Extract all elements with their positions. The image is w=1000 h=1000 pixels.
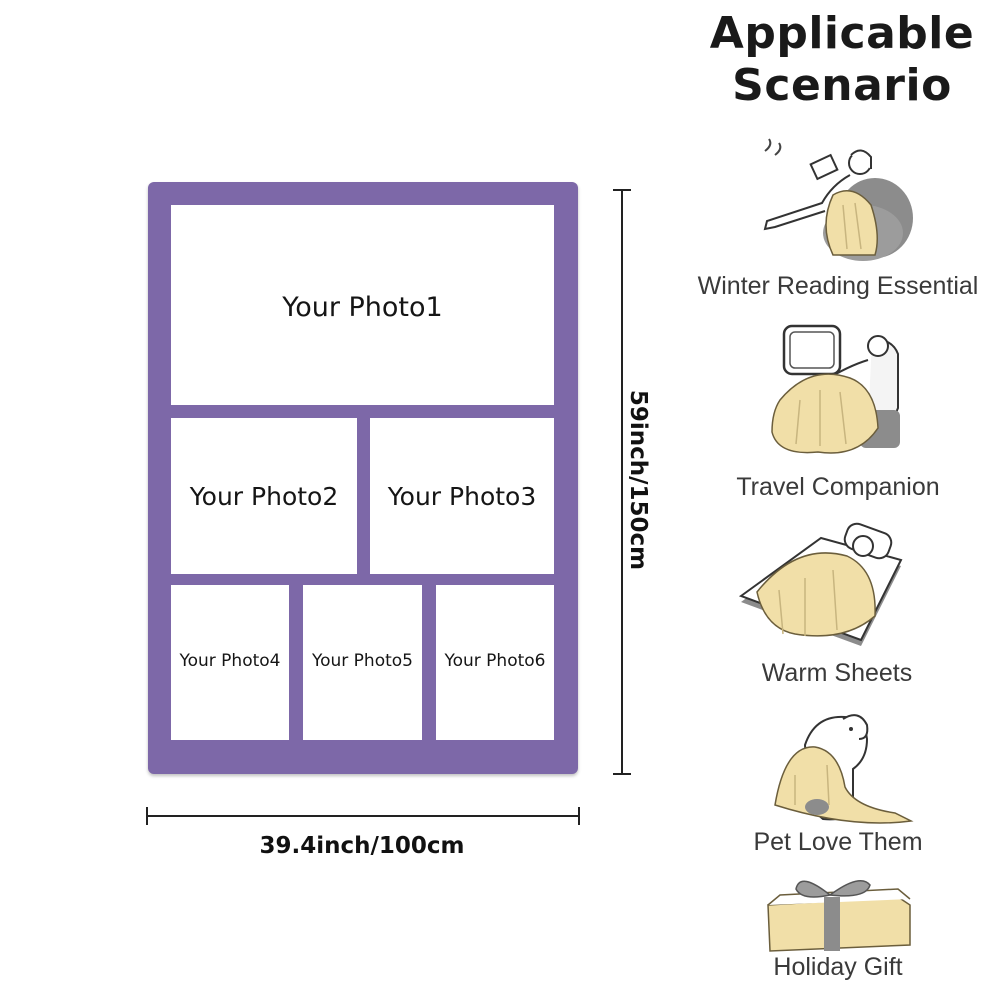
- photo-slot-3[interactable]: Your Photo3: [370, 418, 554, 574]
- height-dimension-cap-top: [613, 189, 631, 191]
- photo-slot-4[interactable]: Your Photo4: [171, 585, 289, 740]
- scenario-heading: Applicable Scenario: [710, 8, 974, 112]
- gift-icon: [767, 880, 911, 952]
- scenario-caption: Winter Reading Essential: [697, 272, 979, 300]
- photo-slot-label: Your Photo5: [311, 650, 413, 671]
- photo-slot-label: Your Photo3: [387, 481, 537, 511]
- scenario-caption: Pet Love Them: [753, 828, 923, 856]
- photo-slot-label: Your Photo1: [282, 291, 443, 323]
- photo-slot-label: Your Photo2: [189, 481, 339, 511]
- scenario-heading-line2: Scenario: [732, 60, 952, 111]
- scenario-caption: Warm Sheets: [761, 659, 913, 687]
- photo-slot-1[interactable]: Your Photo1: [171, 205, 554, 405]
- width-dimension-label: 39.4inch/100cm: [259, 833, 465, 859]
- width-dimension-line: [146, 815, 579, 817]
- travel-icon: [771, 324, 900, 454]
- height-dimension-label: 59inch/150cm: [625, 389, 651, 571]
- photo-slot-2[interactable]: Your Photo2: [171, 418, 357, 574]
- blanket-template: Your Photo1 Your Photo2 Your Photo3 Your…: [148, 182, 578, 774]
- height-dimension-cap-bottom: [613, 773, 631, 775]
- photo-slot-label: Your Photo4: [179, 650, 281, 671]
- scenario-heading-line1: Applicable: [709, 8, 975, 59]
- width-dimension-cap-left: [146, 807, 148, 825]
- bed-icon: [738, 522, 903, 646]
- height-dimension-line: [621, 190, 623, 774]
- scenario-caption: Travel Companion: [736, 473, 940, 501]
- dog-icon: [774, 714, 914, 824]
- photo-slot-label: Your Photo6: [444, 650, 546, 671]
- scenario-caption: Holiday Gift: [773, 953, 903, 981]
- photo-slot-5[interactable]: Your Photo5: [303, 585, 422, 740]
- photo-slot-6[interactable]: Your Photo6: [436, 585, 554, 740]
- reading-icon: [763, 138, 913, 261]
- width-dimension-cap-right: [578, 807, 580, 825]
